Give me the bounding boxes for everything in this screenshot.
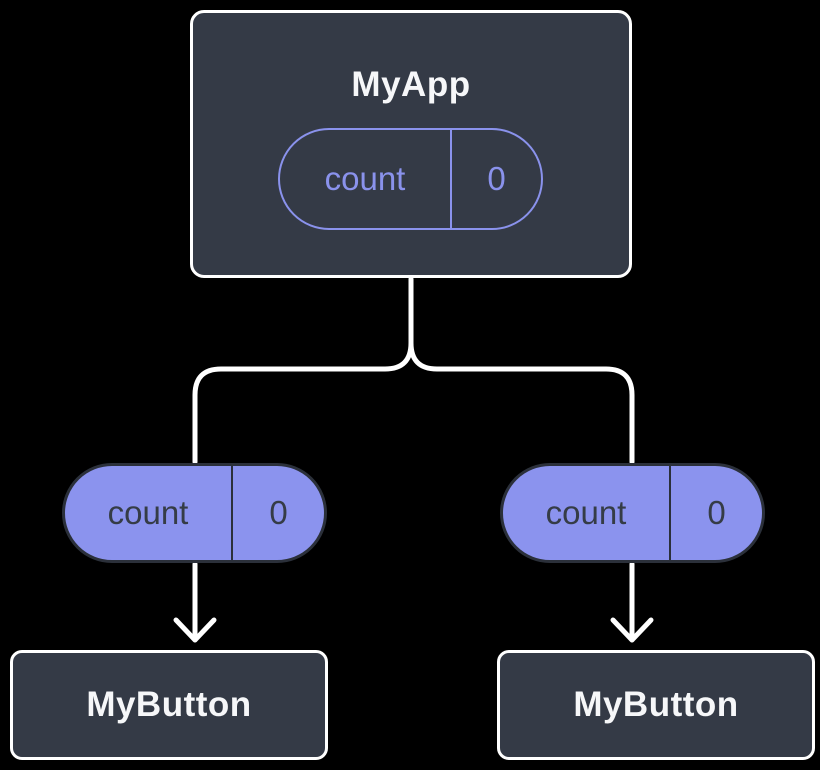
left-arrow-head-icon [173,617,217,643]
right-arrow-head-icon [610,617,654,643]
prop-pill-right: count 0 [500,463,765,563]
prop-pill-left: count 0 [62,463,327,563]
fork-right-wire [408,340,635,465]
myapp-node: MyApp count 0 [190,10,632,278]
mybutton-node-right: MyButton [497,650,815,760]
fork-left-wire [192,276,414,465]
mybutton-node-title: MyButton [86,685,252,724]
mybutton-node-title: MyButton [573,685,739,724]
prop-pill-name: count [503,466,671,560]
prop-pill-name: count [65,466,233,560]
myapp-node-title: MyApp [351,65,471,104]
prop-pill-value: 0 [707,494,726,531]
mybutton-node-left: MyButton [10,650,328,760]
prop-pill-value: 0 [269,494,288,531]
state-pill-name: count [280,130,452,228]
state-pill-value: 0 [487,160,506,197]
state-pill: count 0 [278,128,543,230]
